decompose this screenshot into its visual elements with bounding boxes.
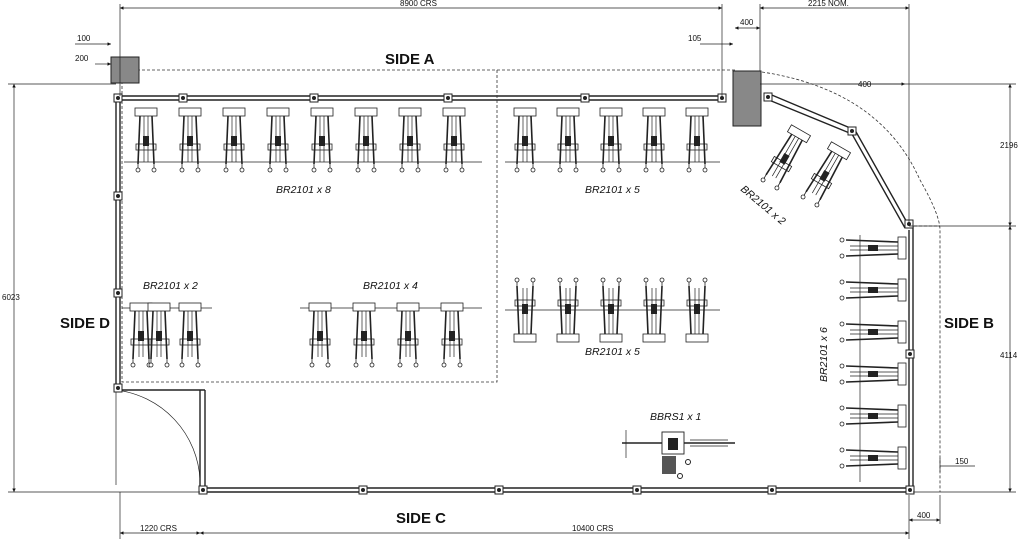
bbrs-unit xyxy=(622,430,735,479)
dim-right-4114: 4114 xyxy=(1000,351,1018,360)
dim-top-100: 100 xyxy=(77,34,91,43)
label-side-b-group: BR2101 x 6 xyxy=(818,327,830,382)
dimension-lines xyxy=(8,4,1016,539)
label-left-group: BR2101 x 2 xyxy=(143,280,198,292)
hatched-columns xyxy=(110,56,762,127)
side-a-label: SIDE A xyxy=(385,51,435,68)
rack-group-top-left xyxy=(124,107,482,173)
side-d-label: SIDE D xyxy=(60,315,110,332)
side-c-label: SIDE C xyxy=(396,510,446,527)
label-top-right-group: BR2101 x 5 xyxy=(585,184,640,196)
dim-left-200: 200 xyxy=(75,54,89,63)
rack-group-left xyxy=(122,302,212,368)
dim-top-400: 400 xyxy=(740,18,754,27)
dim-top-crs: 8900 CRS xyxy=(400,0,437,8)
dim-top-nom: 2215 NOM. xyxy=(808,0,849,8)
wall-posts xyxy=(113,92,915,495)
label-diagonal-group: BR2101 x 2 xyxy=(738,183,788,228)
label-center-group: BR2101 x 4 xyxy=(363,280,418,292)
dim-right-2196: 2196 xyxy=(1000,141,1018,150)
label-top-left-group: BR2101 x 8 xyxy=(276,184,331,196)
rack-group-center xyxy=(300,302,482,368)
rack-group-top-right xyxy=(505,107,720,173)
dim-bottom-400: 400 xyxy=(917,511,931,520)
enclosure-walls xyxy=(115,92,914,493)
rack-group-diagonal xyxy=(758,123,852,210)
dim-right-150: 150 xyxy=(955,457,969,466)
label-mid-right-group: BR2101 x 5 xyxy=(585,346,640,358)
dim-right-400: 400 xyxy=(858,80,872,89)
side-b-label: SIDE B xyxy=(944,315,994,332)
label-bbrs-unit: BBRS1 x 1 xyxy=(650,411,701,423)
rack-group-mid-right xyxy=(505,277,720,343)
dim-bottom-10400: 10400 CRS xyxy=(572,524,613,533)
door-swing xyxy=(115,389,201,485)
dim-bottom-1220: 1220 CRS xyxy=(140,524,177,533)
dim-left-6023: 6023 xyxy=(2,293,20,302)
dim-top-105: 105 xyxy=(688,34,702,43)
rack-group-side-b xyxy=(839,235,907,482)
